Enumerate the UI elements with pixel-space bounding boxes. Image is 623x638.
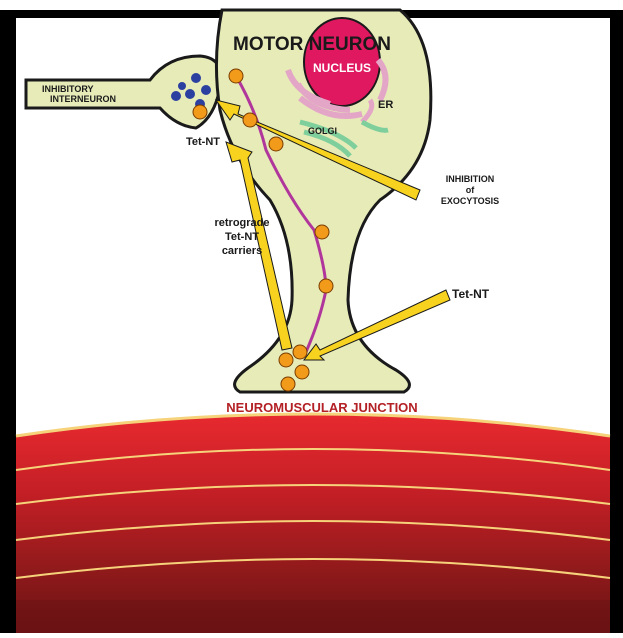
tet-nt-label-top: Tet-NT: [186, 136, 220, 148]
inhibition-label-2: of: [466, 185, 475, 195]
frame-left: [0, 10, 16, 633]
retrograde-label-1: retrograde: [214, 217, 269, 229]
inhibition-label-3: EXOCYTOSIS: [441, 196, 499, 206]
nucleus-label: NUCLEUS: [313, 61, 371, 75]
junction-label: NEUROMUSCULAR JUNCTION: [226, 400, 417, 415]
title-motor-neuron: MOTOR NEURON: [233, 34, 391, 55]
retrograde-label-3: carriers: [222, 245, 262, 257]
interneuron-label-1: INHIBITORY: [42, 84, 94, 94]
muscle-fiber: [16, 414, 610, 633]
inhibition-label-1: INHIBITION: [446, 174, 495, 184]
retrograde-label-2: Tet-NT: [225, 231, 259, 243]
interneuron-label-2: INTERNEURON: [50, 94, 116, 104]
frame-right: [610, 10, 623, 633]
golgi-label: GOLGI: [308, 126, 337, 136]
tet-nt-label-right: Tet-NT: [452, 287, 490, 301]
er-label: ER: [378, 99, 393, 111]
